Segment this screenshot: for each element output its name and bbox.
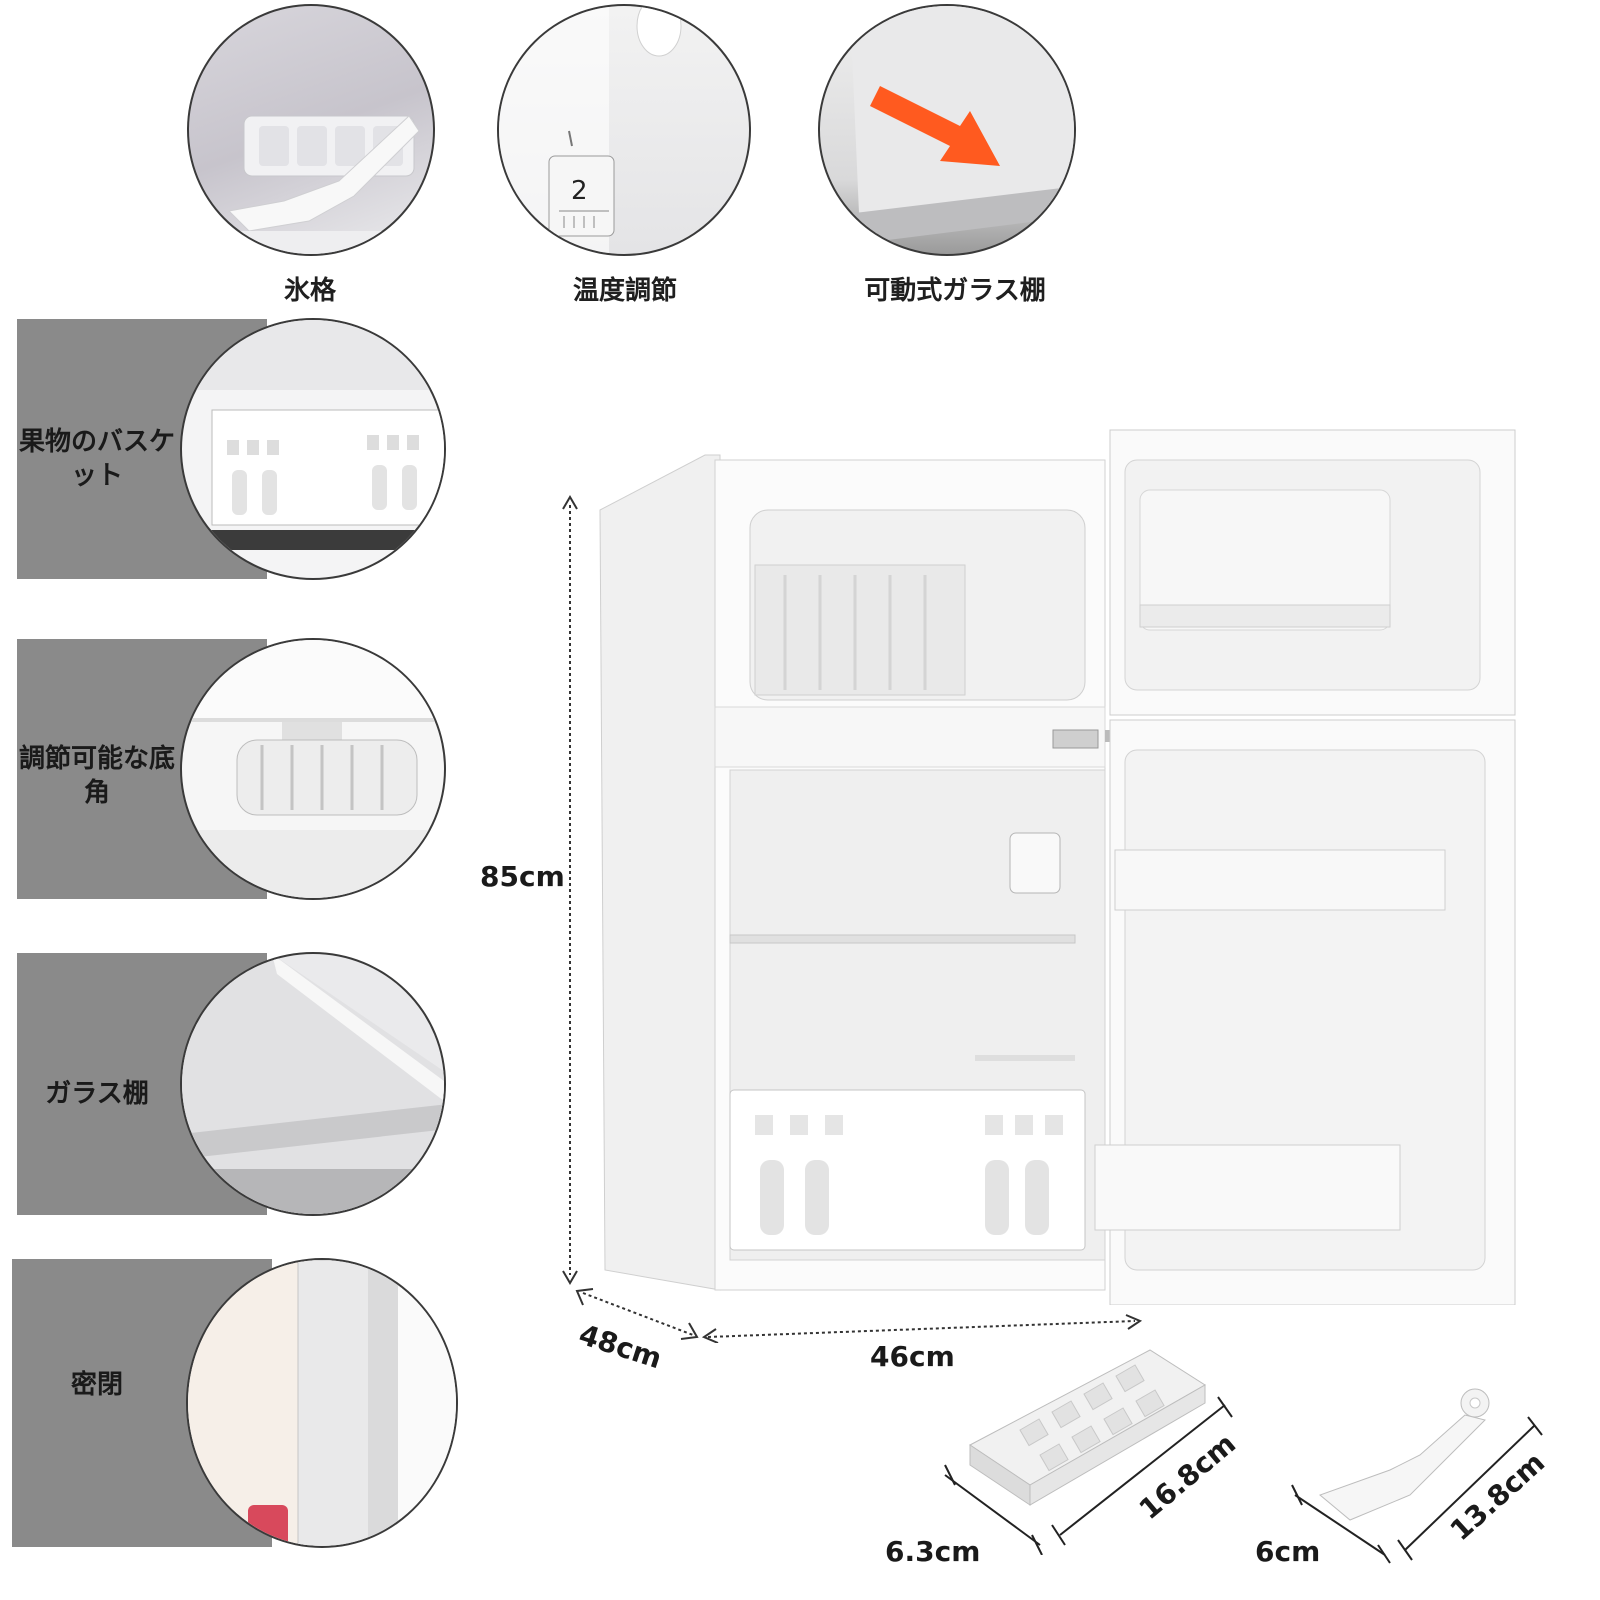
thermostat-dial-number: 2 xyxy=(571,176,588,206)
glass-shelf-label: ガラス棚 xyxy=(45,1079,149,1109)
ice-tray-accessory xyxy=(969,1349,1206,1506)
thermostat-caption: 温度調節 xyxy=(572,276,677,306)
adjustable-shelf-feature-circle xyxy=(818,4,1076,256)
door-seal-circle xyxy=(186,1258,458,1548)
door-seal-icon xyxy=(188,1260,456,1546)
fruit-basket-label: 果物のバスケット xyxy=(18,427,175,491)
height-dimension-label: 85cm xyxy=(480,860,565,893)
height-dimension-arrow xyxy=(562,495,578,1285)
adjustable-foot-label: 調節可能な底角 xyxy=(18,744,175,808)
door-seal-label: 密閉 xyxy=(70,1370,123,1400)
arrow-icon xyxy=(870,86,1000,166)
adjustable-shelf-caption: 可動式ガラス棚 xyxy=(864,276,1046,306)
ice-scraper-accessory xyxy=(1319,1388,1490,1521)
fruit-basket-circle xyxy=(180,318,446,580)
ice-tray-caption: 氷格 xyxy=(283,276,336,306)
glass-shelf-circle xyxy=(180,952,446,1216)
ice-scraper-dimension-lines xyxy=(1291,1416,1543,1564)
adjustable-foot-circle xyxy=(180,638,446,900)
ice-tray-width-label: 6.3cm xyxy=(885,1535,981,1568)
width-dimension-arrow xyxy=(701,1314,1143,1343)
ice-scraper-width-label: 6cm xyxy=(1255,1535,1321,1568)
width-dimension-label: 46cm xyxy=(870,1340,955,1373)
ice-tray-icon xyxy=(189,115,433,254)
thermostat-feature-circle: 2 xyxy=(497,4,751,256)
adjustable-foot-icon xyxy=(182,640,444,898)
depth-dimension-arrow xyxy=(575,1288,699,1340)
refrigerator-illustration xyxy=(599,429,1516,1305)
fruit-basket-icon xyxy=(182,320,444,550)
ice-tray-dimension-lines xyxy=(944,1396,1233,1555)
glass-shelf-icon xyxy=(830,6,1074,246)
ice-tray-feature-circle xyxy=(187,4,435,256)
glass-shelf-icon xyxy=(182,954,444,1214)
thermostat-dial-icon xyxy=(499,6,682,254)
